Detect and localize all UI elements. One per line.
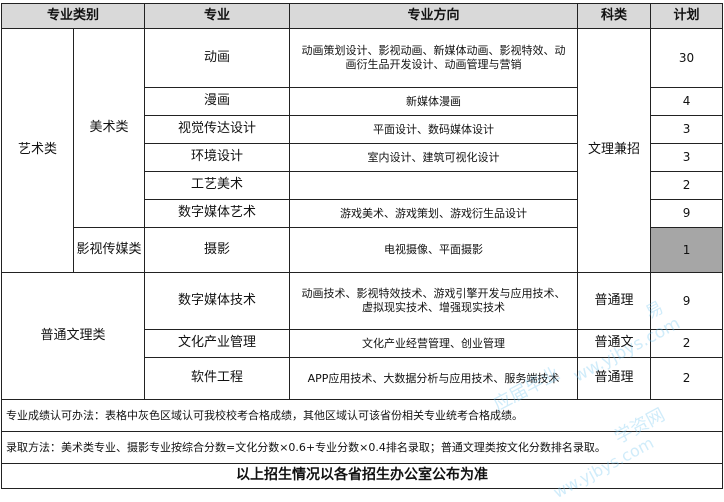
direction-cell: 平面设计、数码媒体设计: [289, 115, 579, 144]
direction-cell: 动画策划设计、影视动画、新媒体动画、影视特效、动画衍生品开发设计、动画管理与营销: [289, 28, 579, 88]
header-category: 专业类别: [0, 3, 146, 29]
major-cell: 软件工程: [144, 357, 291, 400]
major-cell: 漫画: [144, 87, 291, 116]
direction-cell: 游戏美术、游戏策划、游戏衍生品设计: [289, 199, 579, 228]
subject-cell: 普通文: [577, 329, 652, 358]
direction-cell: 动画技术、影视特效技术、游戏引擎开发与应用技术、虚拟现实技术、增强现实技术: [289, 272, 579, 330]
direction-cell: 文化产业经营管理、创业管理: [289, 329, 579, 358]
table-row: 环境设计 室内设计、建筑可视化设计 3: [2, 143, 724, 172]
plan-cell: 30: [650, 28, 724, 88]
note-admission: 录取方法：美术类专业、摄影专业按综合分数=文化分数×0.6+专业分数×0.4排名…: [0, 431, 724, 464]
subject-cell: 普通理: [577, 272, 652, 330]
subject-arts: 文理兼招: [577, 28, 652, 273]
direction-cell: 室内设计、建筑可视化设计: [289, 143, 579, 172]
plan-cell: 3: [650, 115, 724, 144]
category-general: 普通文理类: [0, 272, 146, 400]
major-cell: 视觉传达设计: [144, 115, 291, 144]
major-cell: 环境设计: [144, 143, 291, 172]
header-major: 专业: [144, 3, 291, 29]
table-row: 数字媒体艺术 游戏美术、游戏策划、游戏衍生品设计 9: [2, 199, 724, 228]
plan-cell: 9: [650, 272, 724, 330]
table-row: 艺术类 美术类 动画 动画策划设计、影视动画、新媒体动画、影视特效、动画衍生品开…: [1, 28, 724, 273]
direction-cell: [289, 171, 579, 200]
subcategory-fine-arts: 美术类: [72, 28, 146, 228]
table-row: 普通文理类 数字媒体技术 动画技术、影视特效技术、游戏引擎开发与应用技术、虚拟现…: [0, 272, 724, 400]
table-row: 文化产业管理 文化产业经营管理、创业管理 普通文 2: [2, 329, 724, 358]
note-row: 录取方法：美术类专业、摄影专业按综合分数=文化分数×0.6+专业分数×0.4排名…: [0, 431, 724, 464]
table-row: 漫画 新媒体漫画 4: [2, 87, 724, 116]
major-cell: 工艺美术: [144, 171, 291, 200]
plan-cell-highlighted: 1: [650, 227, 724, 273]
plan-cell: 2: [650, 171, 724, 200]
category-arts: 艺术类: [1, 28, 74, 273]
direction-cell: APP应用技术、大数据分析与应用技术、服务端技术: [289, 357, 579, 400]
major-cell: 文化产业管理: [144, 329, 291, 358]
major-cell: 动画: [144, 28, 291, 88]
major-cell: 数字媒体技术: [144, 272, 291, 330]
footer-row: 以上招生情况以各省招生办公室公布为准: [0, 463, 724, 489]
direction-cell: 电视摄像、平面摄影: [289, 227, 579, 273]
header-plan: 计划: [650, 3, 724, 29]
header-row: 专业类别 专业 专业方向 科类 计划: [0, 3, 724, 29]
table-row: 软件工程 APP应用技术、大数据分析与应用技术、服务端技术 普通理 2: [2, 357, 724, 400]
direction-cell: 新媒体漫画: [289, 87, 579, 116]
table-row: 影视传媒类 摄影 电视摄像、平面摄影 1: [2, 227, 724, 273]
plan-cell: 4: [650, 87, 724, 116]
header-subject: 科类: [577, 3, 652, 29]
plan-cell: 3: [650, 143, 724, 172]
subject-cell: 普通理: [577, 357, 652, 400]
header-direction: 专业方向: [289, 3, 579, 29]
note-recognition: 专业成绩认可办法：表格中灰色区域认可我校校考合格成绩，其他区域认可该省份相关专业…: [0, 399, 724, 432]
footer-notice: 以上招生情况以各省招生办公室公布为准: [0, 463, 724, 489]
plan-cell: 2: [650, 357, 724, 400]
major-cell: 数字媒体艺术: [144, 199, 291, 228]
table-row: 工艺美术 2: [2, 171, 724, 200]
subcategory-film: 影视传媒类: [72, 227, 146, 273]
note-row: 专业成绩认可办法：表格中灰色区域认可我校校考合格成绩，其他区域认可该省份相关专业…: [0, 399, 724, 432]
plan-cell: 2: [650, 329, 724, 358]
admissions-plan-table: 专业类别 专业 专业方向 科类 计划 艺术类 美术类 动画 动画策划设计、影视动…: [0, 3, 724, 489]
plan-cell: 9: [650, 199, 724, 228]
major-cell: 摄影: [144, 227, 291, 273]
